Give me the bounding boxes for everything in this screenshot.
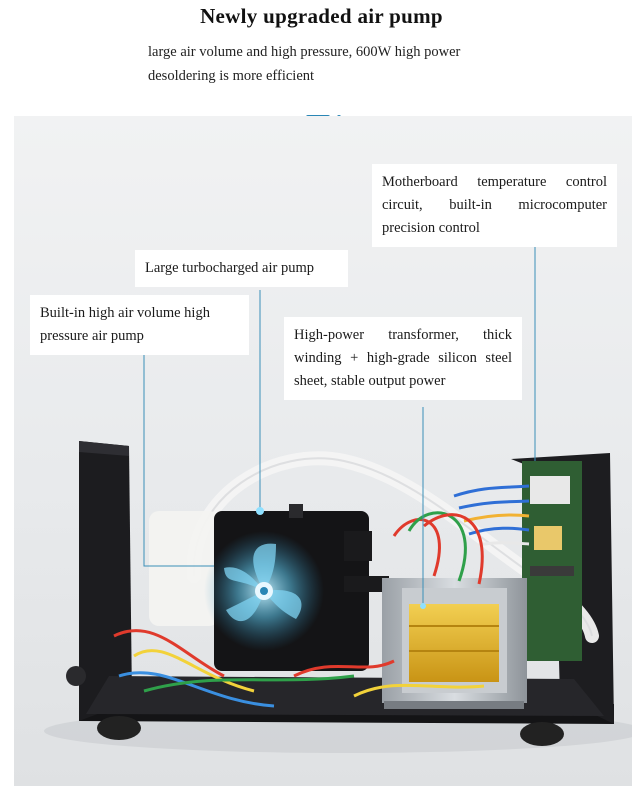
fan-blades	[224, 543, 302, 622]
chassis-left-wall	[79, 441, 132, 721]
desoldering-station-interior-illustration	[44, 243, 632, 753]
leader-builtin-pump	[143, 348, 214, 567]
leader-turbo-pump-dot	[256, 507, 264, 515]
callout-motherboard: Motherboard temperature control circuit,…	[372, 164, 617, 247]
product-photo	[14, 116, 632, 786]
callout-turbo-pump: Large turbocharged air pump	[135, 250, 348, 287]
front-knob	[66, 666, 86, 686]
wiring-bundle	[113, 511, 485, 708]
callout-transformer: High-power transformer, thick winding + …	[284, 317, 522, 400]
leader-transformer-dot	[420, 603, 426, 609]
pump-reservoir	[149, 511, 219, 626]
board-wires	[453, 484, 530, 548]
transformer	[382, 578, 527, 709]
page-title: Newly upgraded air pump	[200, 4, 443, 28]
foot-right	[520, 722, 564, 746]
callout-builtin-pump: Built-in high air volume high pressure a…	[30, 295, 249, 355]
foot-left	[97, 716, 141, 740]
leader-lines	[143, 243, 536, 606]
page-subtitle: large air volume and high pressure, 600W…	[148, 44, 461, 84]
